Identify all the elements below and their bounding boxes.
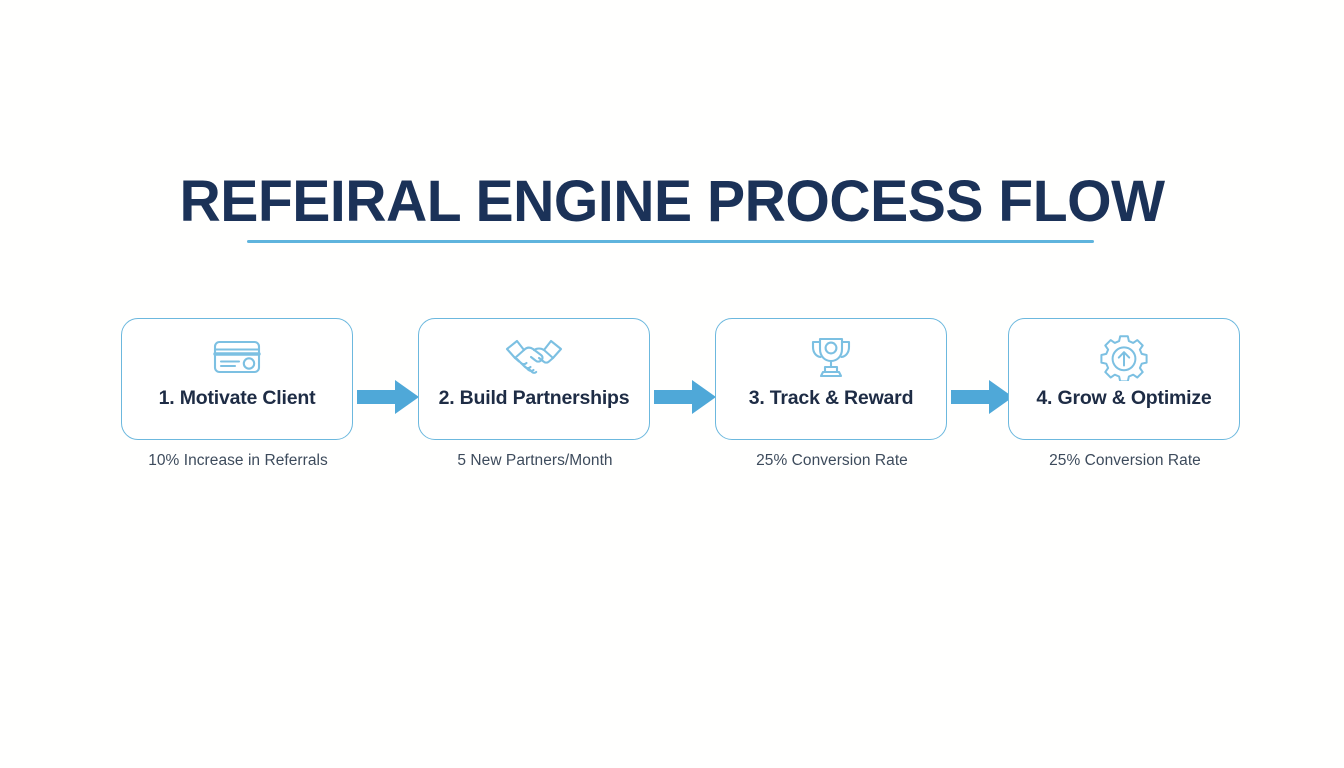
step-caption-2: 5 New Partners/Month <box>457 452 613 469</box>
trophy-icon <box>806 334 856 380</box>
credit-card-icon <box>209 334 265 380</box>
process-flow-row: 1. Motivate Client 10% Increase in Refer… <box>110 318 1250 488</box>
step-card-4[interactable]: 4. Grow & Optimize <box>1008 318 1240 440</box>
step-card-1[interactable]: 1. Motivate Client <box>121 318 353 440</box>
step-caption-4: 25% Conversion Rate <box>1049 452 1201 469</box>
step-caption-1: 10% Increase in Referrals <box>148 452 328 469</box>
process-step-4[interactable]: 4. Grow & Optimize 25% Conversion Rate <box>1008 318 1242 470</box>
arrow-right-icon-3 <box>951 380 1013 414</box>
step-card-2[interactable]: 2. Build Partnerships <box>418 318 650 440</box>
step-title-3: 3. Track & Reward <box>748 387 914 409</box>
process-step-2[interactable]: 2. Build Partnerships 5 New Partners/Mon… <box>418 318 652 470</box>
handshake-icon <box>503 334 565 380</box>
page-title: REFEIRAL ENGINE PROCESS FLOW <box>179 169 1165 234</box>
title-underline-divider <box>247 240 1094 243</box>
step-card-3[interactable]: 3. Track & Reward <box>715 318 947 440</box>
process-step-1[interactable]: 1. Motivate Client 10% Increase in Refer… <box>121 318 355 470</box>
arrow-right-icon-2 <box>654 380 716 414</box>
process-step-3[interactable]: 3. Track & Reward 25% Conversion Rate <box>715 318 949 470</box>
step-title-1: 1. Motivate Client <box>158 387 316 409</box>
step-caption-3: 25% Conversion Rate <box>756 452 908 469</box>
gear-arrow-up-icon <box>1099 334 1149 381</box>
title-block: REFEIRAL ENGINE PROCESS FLOW <box>0 172 1344 231</box>
step-title-2: 2. Build Partnerships <box>438 387 630 409</box>
step-title-4: 4. Grow & Optimize <box>1036 387 1212 409</box>
arrow-right-icon-1 <box>357 380 419 414</box>
